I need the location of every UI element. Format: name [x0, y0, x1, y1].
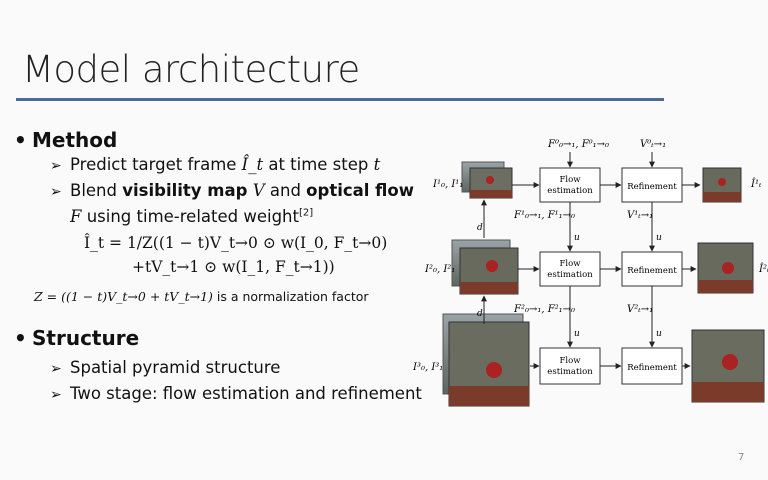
- structure-item-2: ➢Two stage: flow estimation and refineme…: [50, 384, 422, 403]
- output-image-level-1: [702, 167, 742, 203]
- flow-label-3b: estimation: [547, 367, 593, 377]
- flow-label-2a: Flow: [559, 259, 581, 269]
- top-flow-label: F⁰₀→₁, F⁰₁→₀: [547, 139, 609, 150]
- bullet-structure: •Structure: [14, 326, 140, 350]
- refine-box-3: [621, 347, 683, 385]
- down-label-1: d: [477, 223, 483, 233]
- flow-label-1b: estimation: [547, 186, 593, 196]
- refine-label-2: Refinement: [627, 266, 677, 276]
- input-image-level-2: [451, 239, 519, 295]
- up-label-1a: u: [574, 233, 580, 243]
- flow-label-l2: F²₀→₁, F²₁→₀: [513, 304, 575, 315]
- page-title: Model architecture: [22, 48, 360, 91]
- top-vis-label: V⁰ₜ→₁: [640, 139, 666, 150]
- output-label-2: Î²ₜ: [758, 263, 768, 275]
- input-label-1: I¹₀, I¹₁: [432, 179, 463, 190]
- up-label-2b: u: [656, 329, 662, 339]
- refine-box-2: [621, 251, 683, 287]
- method-heading: Method: [32, 128, 118, 152]
- page-number: 7: [738, 452, 745, 463]
- input-label-3: I³₀, I³₁: [412, 362, 443, 373]
- flow-box-2: [539, 251, 601, 287]
- equation-line-2: +tV_t→1 ⊙ w(I_1, F_t→1)): [132, 258, 335, 276]
- down-label-2: d: [477, 309, 483, 319]
- output-label-1: Î¹ₜ: [750, 178, 762, 190]
- refine-label-3: Refinement: [627, 363, 677, 373]
- method-item-blend-cont: F using time-related weight[2]: [70, 207, 314, 226]
- output-image-level-3: [691, 329, 765, 403]
- flow-label-2b: estimation: [547, 270, 593, 280]
- flow-box-1: [539, 167, 601, 203]
- normalization-note: Z = ((1 − t)V_t→0 + tV_t→1) is a normali…: [34, 289, 369, 304]
- refine-box-1: [621, 167, 683, 203]
- up-label-2a: u: [574, 329, 580, 339]
- refine-label-1: Refinement: [627, 182, 677, 192]
- vis-label-l2: V²ₜ→₁: [627, 304, 653, 315]
- input-label-2: I²₀, I²₁: [424, 264, 455, 275]
- structure-item-1: ➢Spatial pyramid structure: [50, 358, 281, 377]
- flow-box-3: [539, 347, 601, 385]
- method-item-predict: ➢Predict target frame Î_t at time step t: [50, 155, 381, 174]
- structure-heading: Structure: [32, 326, 140, 350]
- bullet-method: •Method: [14, 128, 118, 152]
- flow-label-l1: F¹₀→₁, F¹₁→₀: [513, 210, 575, 221]
- flow-label-3a: Flow: [559, 356, 581, 366]
- title-underline: [16, 98, 664, 101]
- input-image-level-1: [461, 161, 513, 199]
- input-image-level-3: [442, 313, 530, 407]
- flow-label-1a: Flow: [559, 175, 581, 185]
- output-image-level-2: [697, 242, 754, 294]
- equation-line-1: Î_t = 1/Z((1 − t)V_t→0 ⊙ w(I_0, F_t→0): [84, 234, 388, 252]
- method-item-blend: ➢Blend visibility map V and optical flow: [50, 181, 414, 200]
- up-label-1b: u: [656, 233, 662, 243]
- vis-label-l1: V¹ₜ→₁: [627, 210, 653, 221]
